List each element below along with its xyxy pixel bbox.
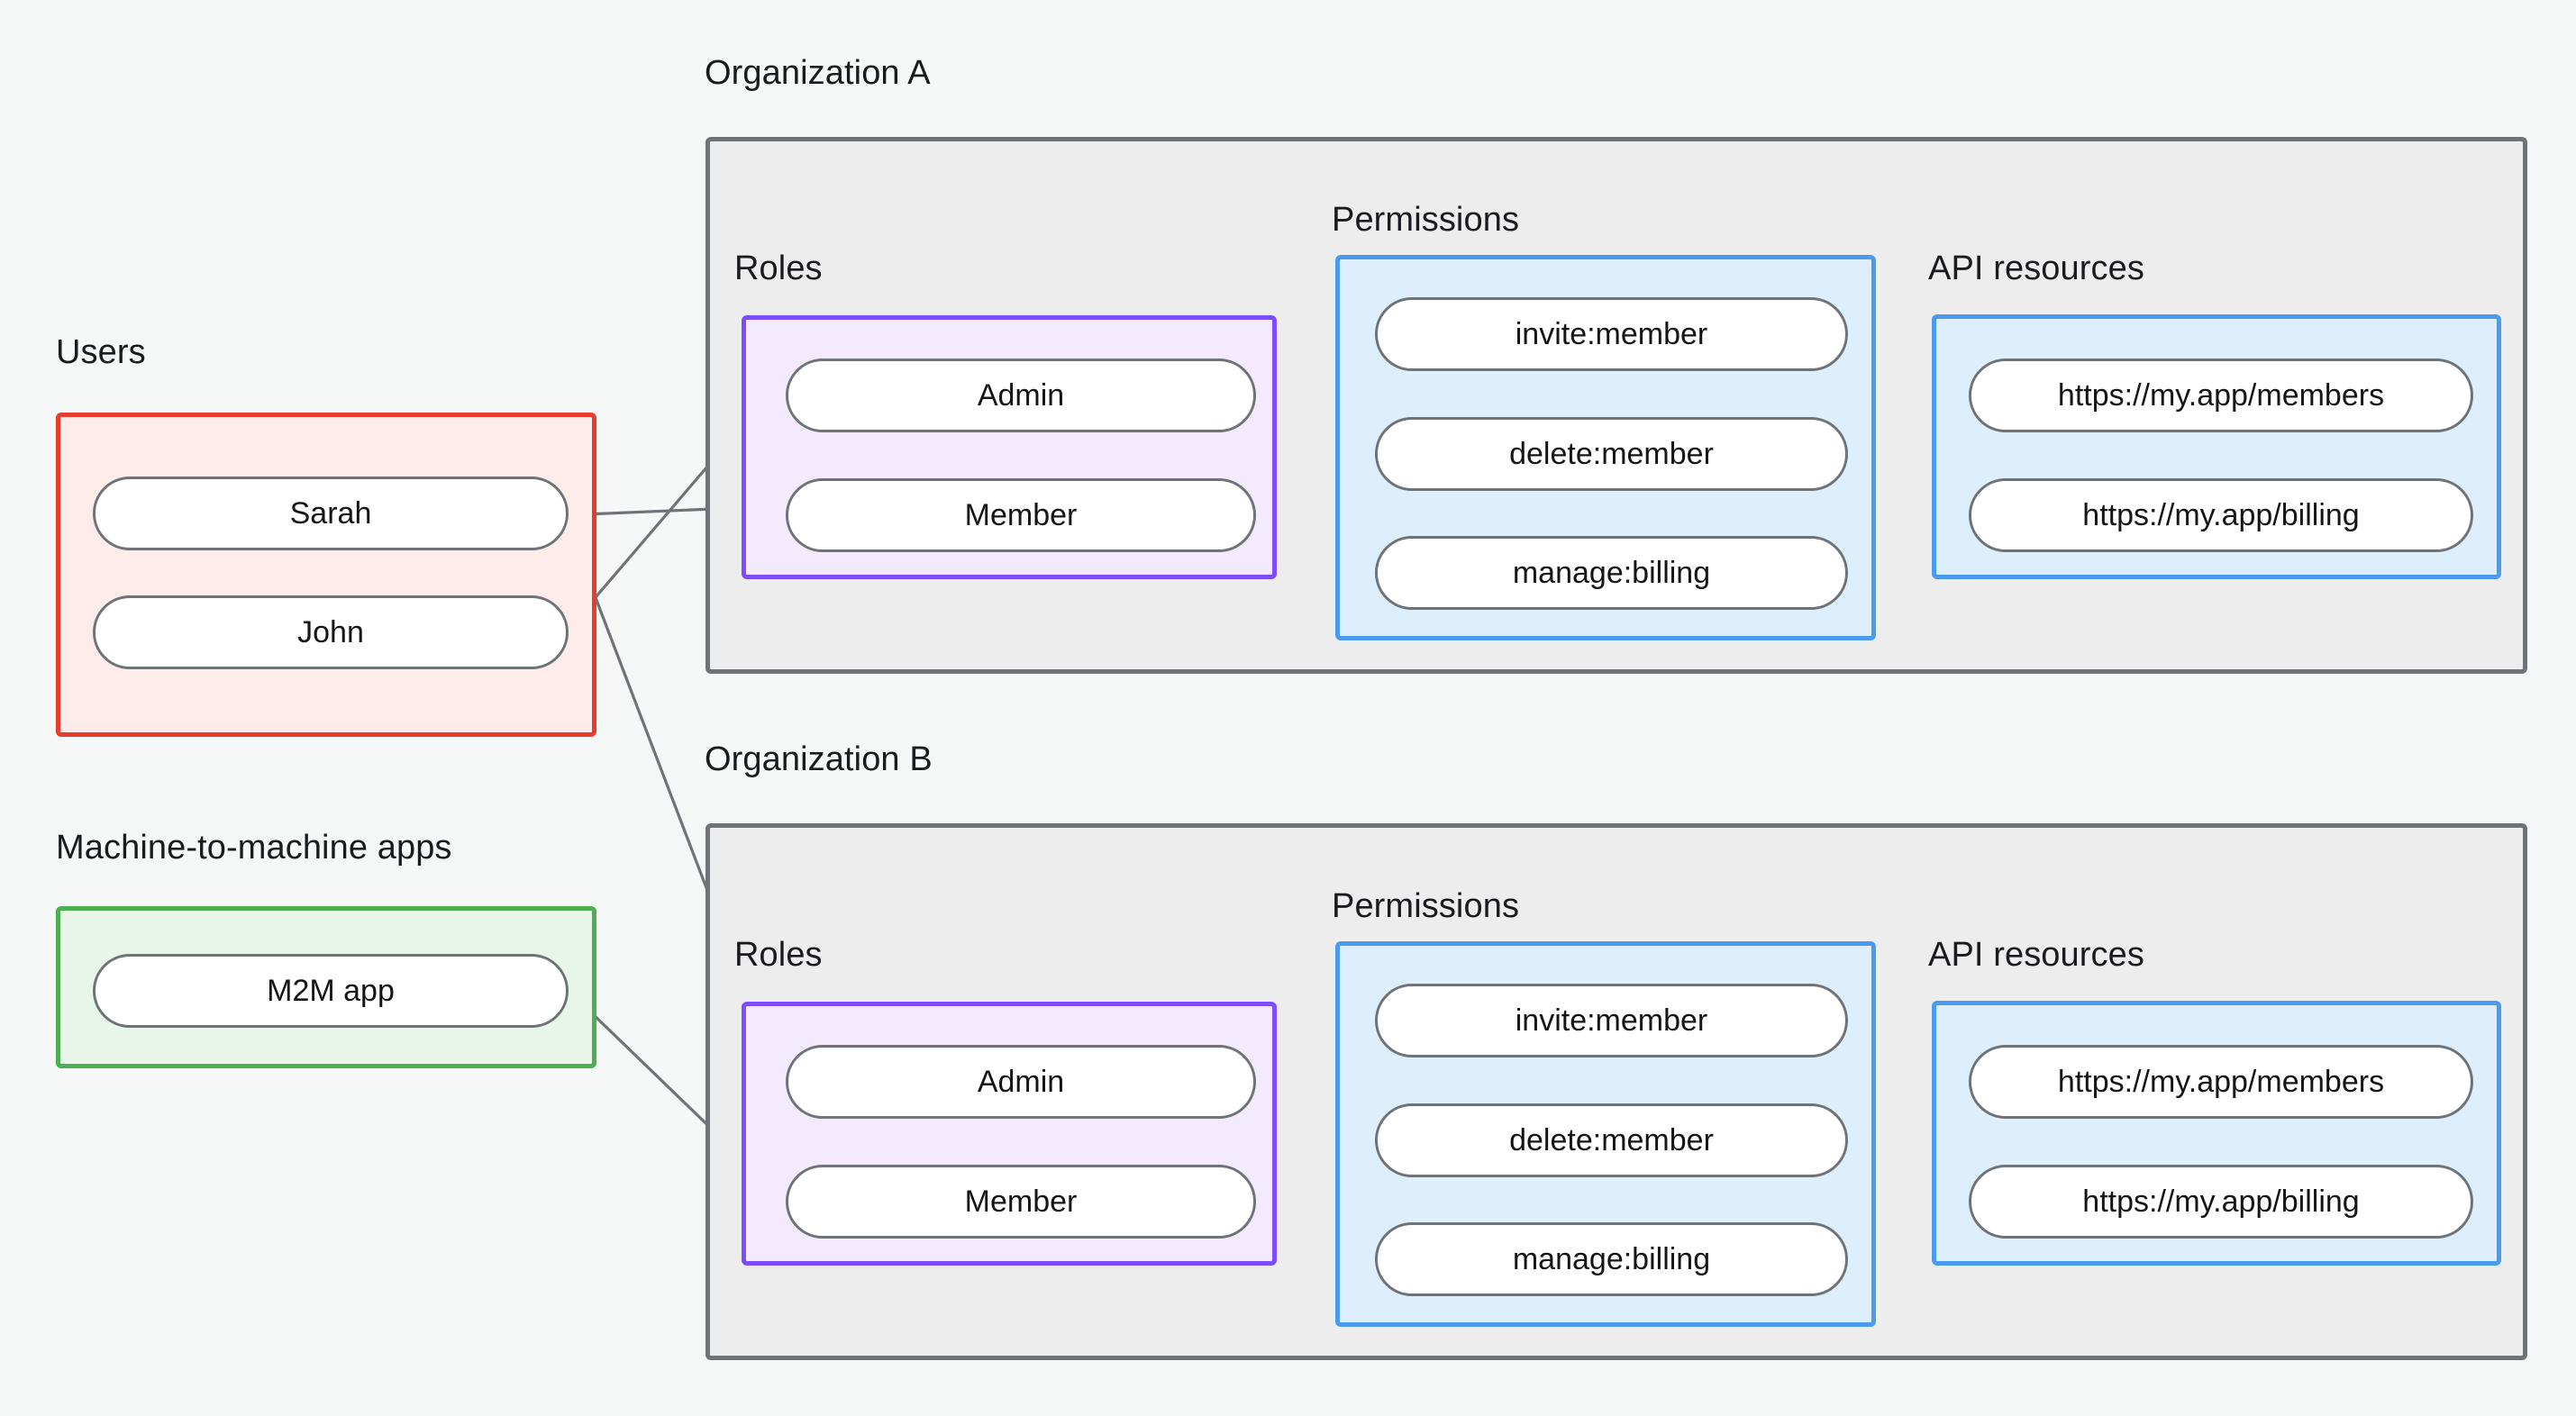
org-b-role-pill-member[interactable]: Member <box>786 1165 1256 1239</box>
org-a-permission-pill-invite[interactable]: invite:member <box>1375 297 1848 371</box>
org-b-permissions-caption: Permissions <box>1332 887 1520 925</box>
org-a-role-pill-admin[interactable]: Admin <box>786 359 1256 432</box>
org-a-api-caption: API resources <box>1928 250 2144 287</box>
users-caption: Users <box>56 333 146 371</box>
org-b-api-pill-members[interactable]: https://my.app/members <box>1969 1045 2473 1119</box>
m2m-group: M2M app <box>56 906 596 1068</box>
org-b-permissions-group: invite:member delete:member manage:billi… <box>1335 941 1876 1327</box>
org-b-api-caption: API resources <box>1928 936 2144 974</box>
user-pill-john[interactable]: John <box>93 595 569 669</box>
org-a-permission-pill-delete[interactable]: delete:member <box>1375 417 1848 491</box>
m2m-caption: Machine-to-machine apps <box>56 829 452 867</box>
org-b-roles-group: Admin Member <box>742 1002 1277 1266</box>
org-b-container: Roles Admin Member Permissions invite:me… <box>705 823 2527 1360</box>
org-a-roles-caption: Roles <box>734 250 823 287</box>
org-a-permissions-caption: Permissions <box>1332 201 1520 239</box>
org-a-api-group: https://my.app/members https://my.app/bi… <box>1932 314 2501 579</box>
org-b-permission-pill-invite[interactable]: invite:member <box>1375 984 1848 1057</box>
org-a-roles-group: Admin Member <box>742 315 1277 579</box>
org-b-permission-pill-delete[interactable]: delete:member <box>1375 1103 1848 1177</box>
org-b-permission-pill-manage[interactable]: manage:billing <box>1375 1222 1848 1296</box>
org-b-api-group: https://my.app/members https://my.app/bi… <box>1932 1001 2501 1266</box>
users-group: Sarah John <box>56 413 596 737</box>
org-a-api-pill-members[interactable]: https://my.app/members <box>1969 359 2473 432</box>
org-a-role-pill-member[interactable]: Member <box>786 478 1256 552</box>
org-a-permission-pill-manage[interactable]: manage:billing <box>1375 536 1848 610</box>
user-pill-sarah[interactable]: Sarah <box>93 477 569 550</box>
org-b-role-pill-admin[interactable]: Admin <box>786 1045 1256 1119</box>
org-b-caption: Organization B <box>705 740 933 778</box>
org-b-roles-caption: Roles <box>734 936 823 974</box>
org-a-container: Roles Admin Member Permissions invite:me… <box>705 137 2527 674</box>
m2m-pill-app[interactable]: M2M app <box>93 954 569 1028</box>
org-a-caption: Organization A <box>705 54 931 92</box>
org-a-api-pill-billing[interactable]: https://my.app/billing <box>1969 478 2473 552</box>
org-a-permissions-group: invite:member delete:member manage:billi… <box>1335 255 1876 640</box>
org-b-api-pill-billing[interactable]: https://my.app/billing <box>1969 1165 2473 1239</box>
